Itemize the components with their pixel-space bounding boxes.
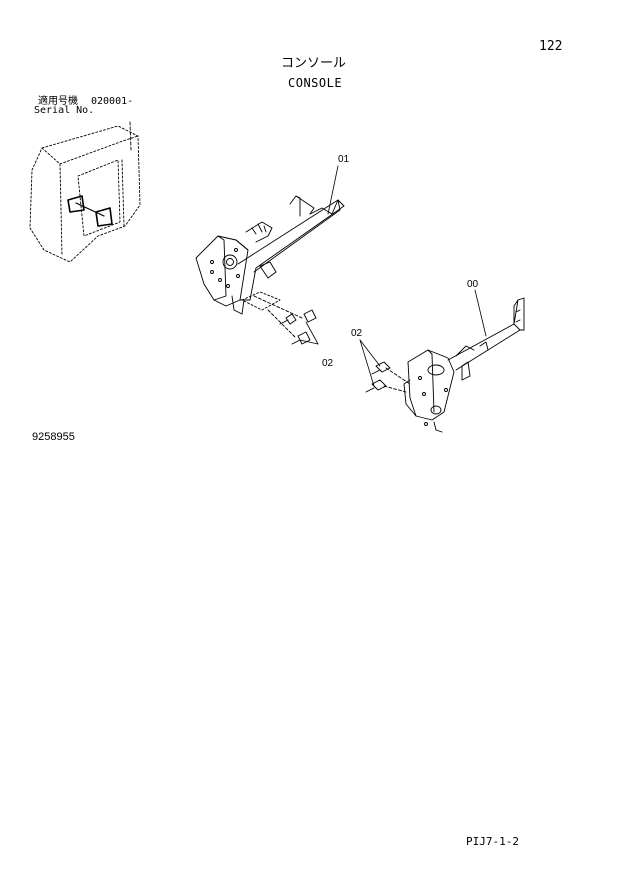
page-title-japanese: コンソール [281, 56, 347, 71]
part-02-bolts-right [365, 361, 411, 393]
page-number: 122 [539, 39, 563, 54]
callout-01: 01 [338, 154, 350, 165]
drawing-number: 9258955 [32, 431, 75, 443]
serial-label-english: Serial No. [34, 105, 95, 116]
cab-location-thumbnail [29, 121, 141, 263]
part-00-right-bracket [403, 297, 525, 433]
part-02-bolts-left [253, 295, 317, 345]
callout-02-right: 02 [351, 328, 363, 339]
footer-code: PIJ7-1-2 [466, 835, 519, 848]
serial-label-japanese: 適用号機 [38, 96, 78, 107]
part-01-left-bracket [195, 195, 345, 315]
callout-00: 00 [467, 279, 479, 290]
leader-lines [299, 165, 487, 387]
page-title-english: CONSOLE [288, 76, 343, 90]
callout-02-left: 02 [322, 358, 334, 369]
serial-value: 020001- [91, 96, 134, 107]
